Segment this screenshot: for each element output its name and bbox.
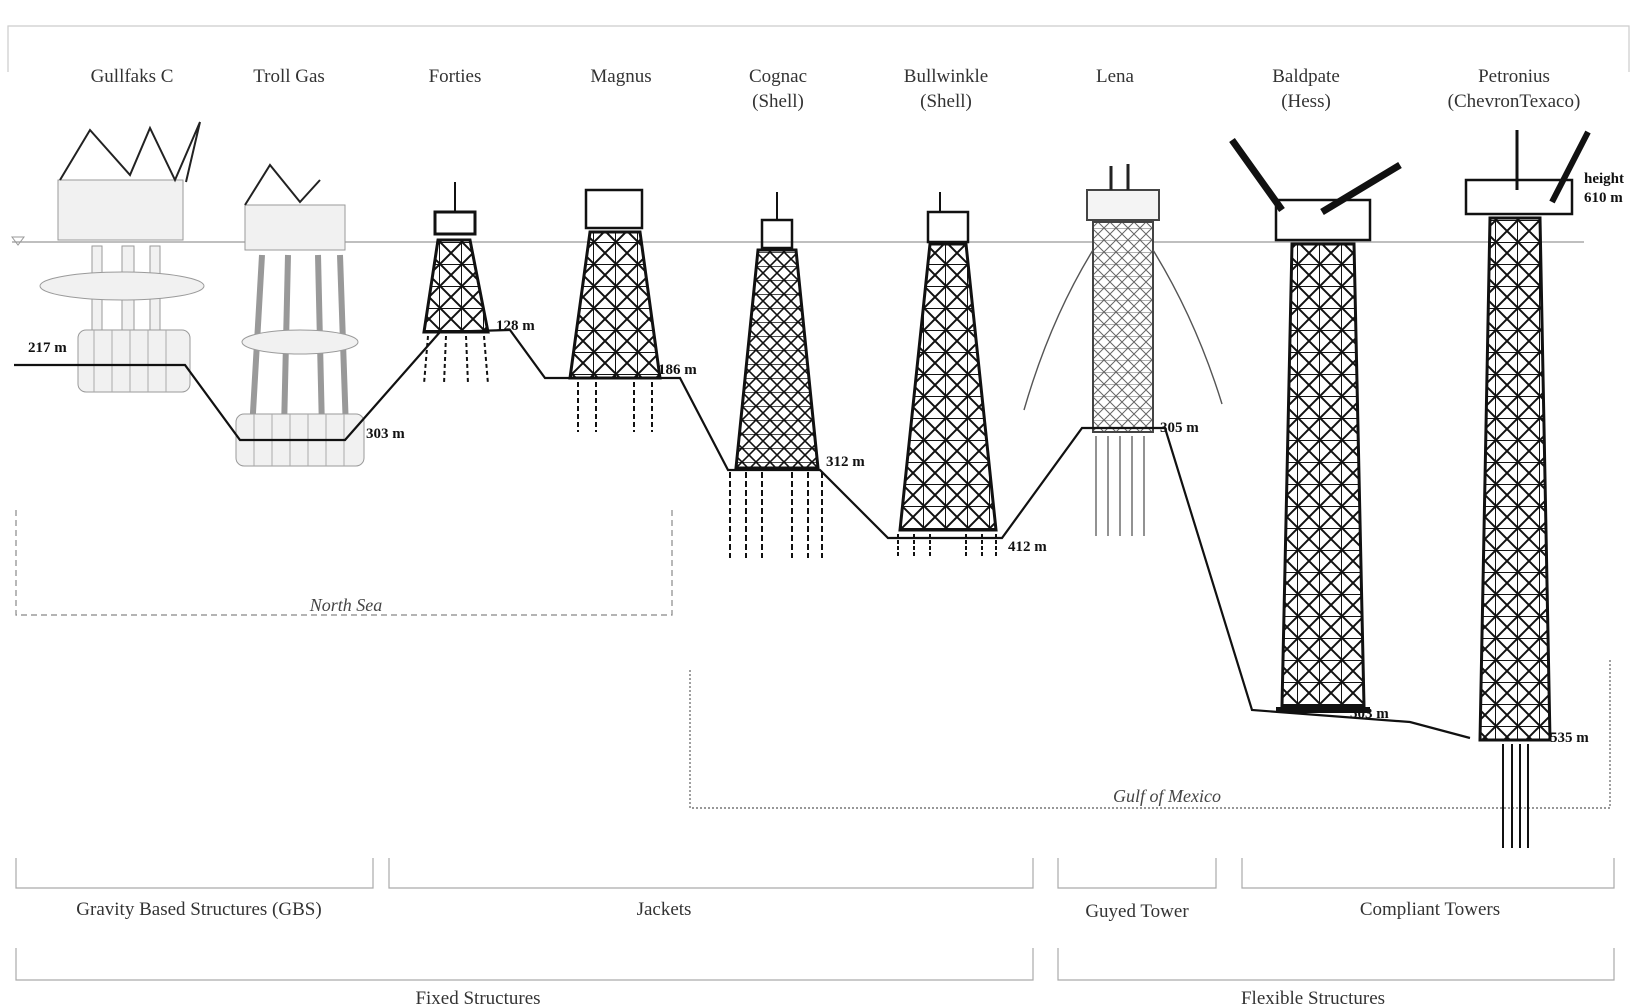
troll-gas-platform-icon [235,163,365,467]
category-jackets: Jackets [637,899,692,920]
category-flexible-structures: Flexible Structures [1241,988,1385,1007]
category-brackets [15,858,1615,981]
baldpate-platform-icon [1229,137,1402,713]
platform-name-cognac: Cognac [749,66,807,87]
seabed-depth-profile [14,328,1471,740]
petronius-platform-icon [1464,130,1591,848]
platform-name-petronius: Petronius [1478,66,1550,87]
depth-label-lena: 305 m [1160,420,1199,436]
height-label-value: 610 m [1584,190,1623,206]
depth-label-baldpate: 503 m [1350,706,1389,722]
forties-platform-icon [422,182,490,385]
cognac-platform-icon [729,192,823,558]
platform-operator-baldpate: (Hess) [1281,91,1331,112]
platform-name-troll: Troll Gas [253,66,325,87]
platform-name-magnus: Magnus [590,66,651,87]
north-sea-label: North Sea [309,595,383,615]
platform-name-gullfaks: Gullfaks C [91,66,174,87]
platform-name-bullwinkle: Bullwinkle [904,66,988,87]
category-fixed-structures: Fixed Structures [415,988,540,1007]
depth-label-petronius: 535 m [1550,730,1589,746]
gulf-of-mexico-bracket [689,660,1611,809]
depth-label-gullfaks: 217 m [28,340,67,356]
platform-name-labels: Gullfaks C Troll Gas Forties Magnus Cognac (S… [91,66,1581,112]
platform-name-baldpate: Baldpate [1272,66,1340,87]
depth-label-troll: 303 m [366,426,405,442]
platform-operator-bullwinkle: (Shell) [920,91,972,112]
height-label-title: height [1584,171,1624,187]
north-sea-bracket [15,508,673,616]
platform-operator-petronius: (ChevronTexaco) [1448,91,1581,112]
category-guyed-tower: Guyed Tower [1085,901,1189,922]
gullfaks-c-platform-icon [39,121,205,393]
platform-name-lena: Lena [1096,66,1135,87]
lena-platform-icon [1023,164,1223,536]
depth-label-bullwinkle: 412 m [1008,539,1047,555]
bullwinkle-platform-icon [897,192,998,558]
magnus-platform-icon [568,188,662,432]
platform-name-forties: Forties [429,66,482,87]
category-gbs: Gravity Based Structures (GBS) [76,899,321,920]
depth-label-magnus: 186 m [658,362,697,378]
gulf-of-mexico-label: Gulf of Mexico [1113,786,1221,806]
page-frame [7,25,1630,72]
category-compliant-towers: Compliant Towers [1360,899,1500,920]
platform-operator-cognac: (Shell) [752,91,804,112]
depth-label-cognac: 312 m [826,454,865,470]
platform-depth-labels: 217 m 303 m 128 m 186 m 312 m 412 m 305 m 503 m… [28,318,1589,746]
depth-label-forties: 128 m [496,318,535,334]
